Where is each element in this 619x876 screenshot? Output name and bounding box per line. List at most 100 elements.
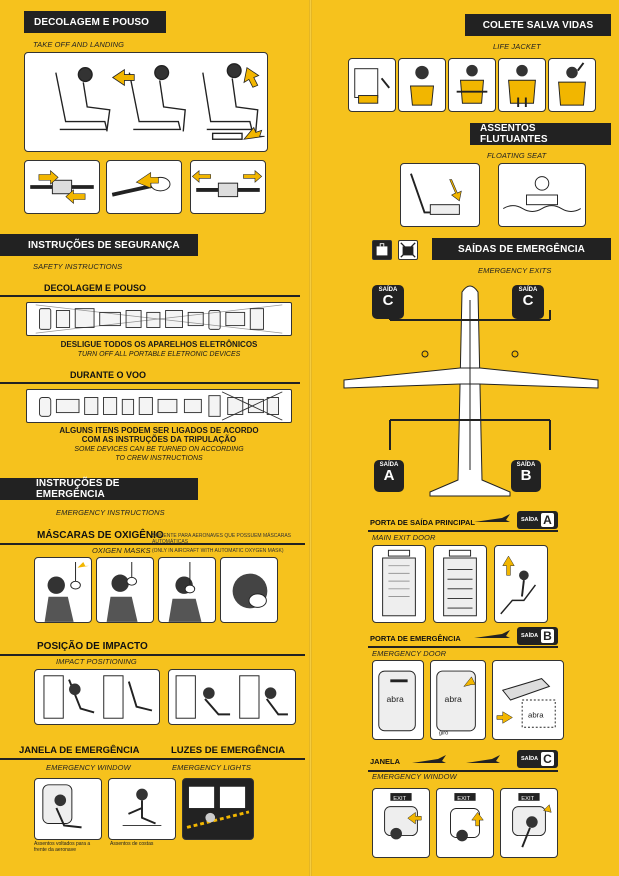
window-exit-subtitle: EMERGENCY WINDOW bbox=[372, 772, 457, 781]
electronic-devices-icon bbox=[35, 304, 283, 334]
divider bbox=[0, 758, 305, 760]
window-exit-heading: JANELA bbox=[370, 757, 401, 766]
brace-position-icon bbox=[43, 675, 153, 719]
airplane-side-icon bbox=[474, 630, 510, 638]
svg-text:EXIT: EXIT bbox=[393, 796, 406, 802]
svg-text:abra: abra bbox=[528, 711, 544, 720]
emergency-window-subtitle: EMERGENCY WINDOW bbox=[46, 763, 131, 772]
svg-text:abra: abra bbox=[386, 694, 403, 704]
safety-instructions-subtitle: SAFETY INSTRUCTIONS bbox=[33, 262, 123, 271]
divider bbox=[368, 530, 558, 532]
window-back-caption: Assentos de costas bbox=[110, 841, 154, 847]
seatbelt-release-illustration bbox=[190, 160, 266, 214]
door-stairs-icon bbox=[443, 549, 477, 617]
impact-position-subtitle: IMPACT POSITIONING bbox=[56, 657, 137, 666]
floating-seat-water bbox=[498, 163, 586, 227]
oxygen-mask-pull-icon bbox=[106, 562, 138, 622]
window-pull-icon: EXIT bbox=[384, 793, 422, 840]
divider bbox=[368, 770, 558, 772]
impact-backward-seat bbox=[168, 669, 296, 725]
window-front-caption: Assentos voltados para a frente da aeron… bbox=[34, 841, 91, 853]
exit-badge-c-right: SAÍDA C bbox=[512, 285, 544, 319]
window-back-seats bbox=[108, 778, 176, 840]
main-door-step-2 bbox=[433, 545, 487, 623]
divider bbox=[0, 654, 305, 656]
brace-position-alt-icon bbox=[175, 675, 288, 719]
oxygen-mask-wear-icon bbox=[168, 562, 202, 622]
divider bbox=[368, 646, 558, 648]
exit-badge-c-left: SAÍDA C bbox=[372, 285, 404, 319]
door-closed-icon bbox=[382, 549, 416, 617]
aircraft-diagram bbox=[343, 285, 599, 497]
oxygen-step-4 bbox=[220, 557, 278, 623]
window-front-seats bbox=[34, 778, 102, 840]
life-jacket-step-1 bbox=[348, 58, 396, 112]
svg-text:abra: abra bbox=[445, 694, 463, 704]
main-door-subtitle: MAIN EXIT DOOR bbox=[372, 533, 436, 542]
seat-cushion-icon bbox=[410, 173, 462, 215]
emergency-door-step-2: abra giro bbox=[430, 660, 486, 740]
belt-pull-icon bbox=[111, 172, 171, 197]
devices-off-caption: DESLIGUE TODOS OS APARELHOS ELETRÔNICOS bbox=[60, 340, 258, 349]
no-baggage-icon bbox=[398, 240, 418, 260]
impact-forward-seat bbox=[34, 669, 160, 725]
life-jacket-step-4 bbox=[498, 58, 546, 112]
oxygen-step-3 bbox=[158, 557, 216, 623]
seated-passenger-icon bbox=[122, 788, 162, 826]
divider bbox=[0, 543, 305, 545]
takeoff-devices-heading: DECOLAGEM E POUSO bbox=[44, 283, 147, 293]
oxygen-masks-note: SOMENTE PARA AERONAVES QUE POSSUEM MÁSCA… bbox=[152, 533, 292, 545]
window-exit-icon bbox=[42, 784, 82, 829]
life-jacket-strap-icon bbox=[456, 64, 488, 104]
safety-instructions-header: INSTRUÇÕES DE SEGURANÇA bbox=[0, 234, 198, 256]
floor-lights-icon bbox=[186, 786, 250, 829]
floating-seat-header: ASSENTOS FLUTUANTES bbox=[470, 123, 611, 145]
seatbelt-icon bbox=[30, 169, 94, 205]
window-exit-step-3: EXIT bbox=[500, 788, 558, 858]
takeoff-landing-header: DECOLAGEM E POUSO bbox=[24, 11, 166, 33]
oxygen-masks-subtitle: OXIGEN MASKS bbox=[92, 546, 151, 555]
emergency-exits-subtitle: EMERGENCY EXITS bbox=[478, 266, 552, 275]
emergency-lights-subtitle: EMERGENCY LIGHTS bbox=[172, 763, 251, 772]
seatbelt-fasten-illustration bbox=[24, 160, 100, 214]
exit-badge-a: SAÍDA A bbox=[374, 460, 404, 492]
devices-inflight-strip bbox=[26, 389, 292, 423]
seat-recline-icon bbox=[55, 63, 265, 140]
emergency-lights-panel bbox=[182, 778, 254, 840]
devices-off-strip bbox=[26, 302, 292, 336]
main-door-step-1 bbox=[372, 545, 426, 623]
allowed-devices-icon bbox=[38, 391, 283, 421]
svg-text:EXIT: EXIT bbox=[521, 796, 534, 802]
inflight-caption-2: COM AS INSTRUÇÕES DA TRIPULAÇÃO bbox=[81, 435, 237, 444]
door-open-icon: abra giro bbox=[436, 670, 476, 737]
emergency-door-subtitle: EMERGENCY DOOR bbox=[372, 649, 447, 658]
takeoff-landing-subtitle: TAKE OFF AND LANDING bbox=[33, 40, 125, 49]
seat-upright-illustration bbox=[24, 52, 268, 152]
seatbelt-tighten-illustration bbox=[106, 160, 182, 214]
emergency-door-step-1: abra bbox=[372, 660, 424, 740]
main-door-heading: PORTA DE SAÍDA PRINCIPAL bbox=[370, 518, 476, 527]
window-exit-step-1: EXIT bbox=[372, 788, 430, 858]
inflight-caption-1: ALGUNS ITENS PODEM SER LIGADOS DE ACORDO bbox=[59, 426, 259, 435]
floating-person-icon bbox=[503, 176, 581, 212]
oxygen-mask-face-icon bbox=[232, 573, 268, 609]
inflight-caption-en-2: TO CREW INSTRUCTIONS bbox=[115, 455, 203, 462]
svg-text:EXIT: EXIT bbox=[457, 796, 470, 802]
life-jacket-under-seat-icon bbox=[354, 68, 390, 104]
life-jacket-step-5 bbox=[548, 58, 596, 112]
airplane-side-icons bbox=[412, 755, 500, 763]
life-jacket-inflate-icon bbox=[508, 64, 536, 108]
door-tag-b: SAÍDA B bbox=[517, 627, 558, 645]
life-jacket-step-2 bbox=[398, 58, 446, 112]
window-remove-icon: EXIT bbox=[450, 793, 484, 842]
exit-badge-b: SAÍDA B bbox=[511, 460, 541, 492]
baggage-icon bbox=[372, 240, 392, 260]
life-jacket-step-3 bbox=[448, 58, 496, 112]
divider bbox=[0, 295, 300, 297]
oxygen-mask-drop-icon bbox=[44, 562, 90, 622]
window-climb-icon: EXIT bbox=[512, 793, 552, 848]
oxygen-masks-note-en: (ONLY IN AIRCRAFT WITH AUTOMATIC OXYGEN … bbox=[152, 548, 284, 554]
life-jacket-header: COLETE SALVA VIDAS bbox=[465, 14, 611, 36]
impact-position-heading: POSIÇÃO DE IMPACTO bbox=[37, 641, 148, 652]
